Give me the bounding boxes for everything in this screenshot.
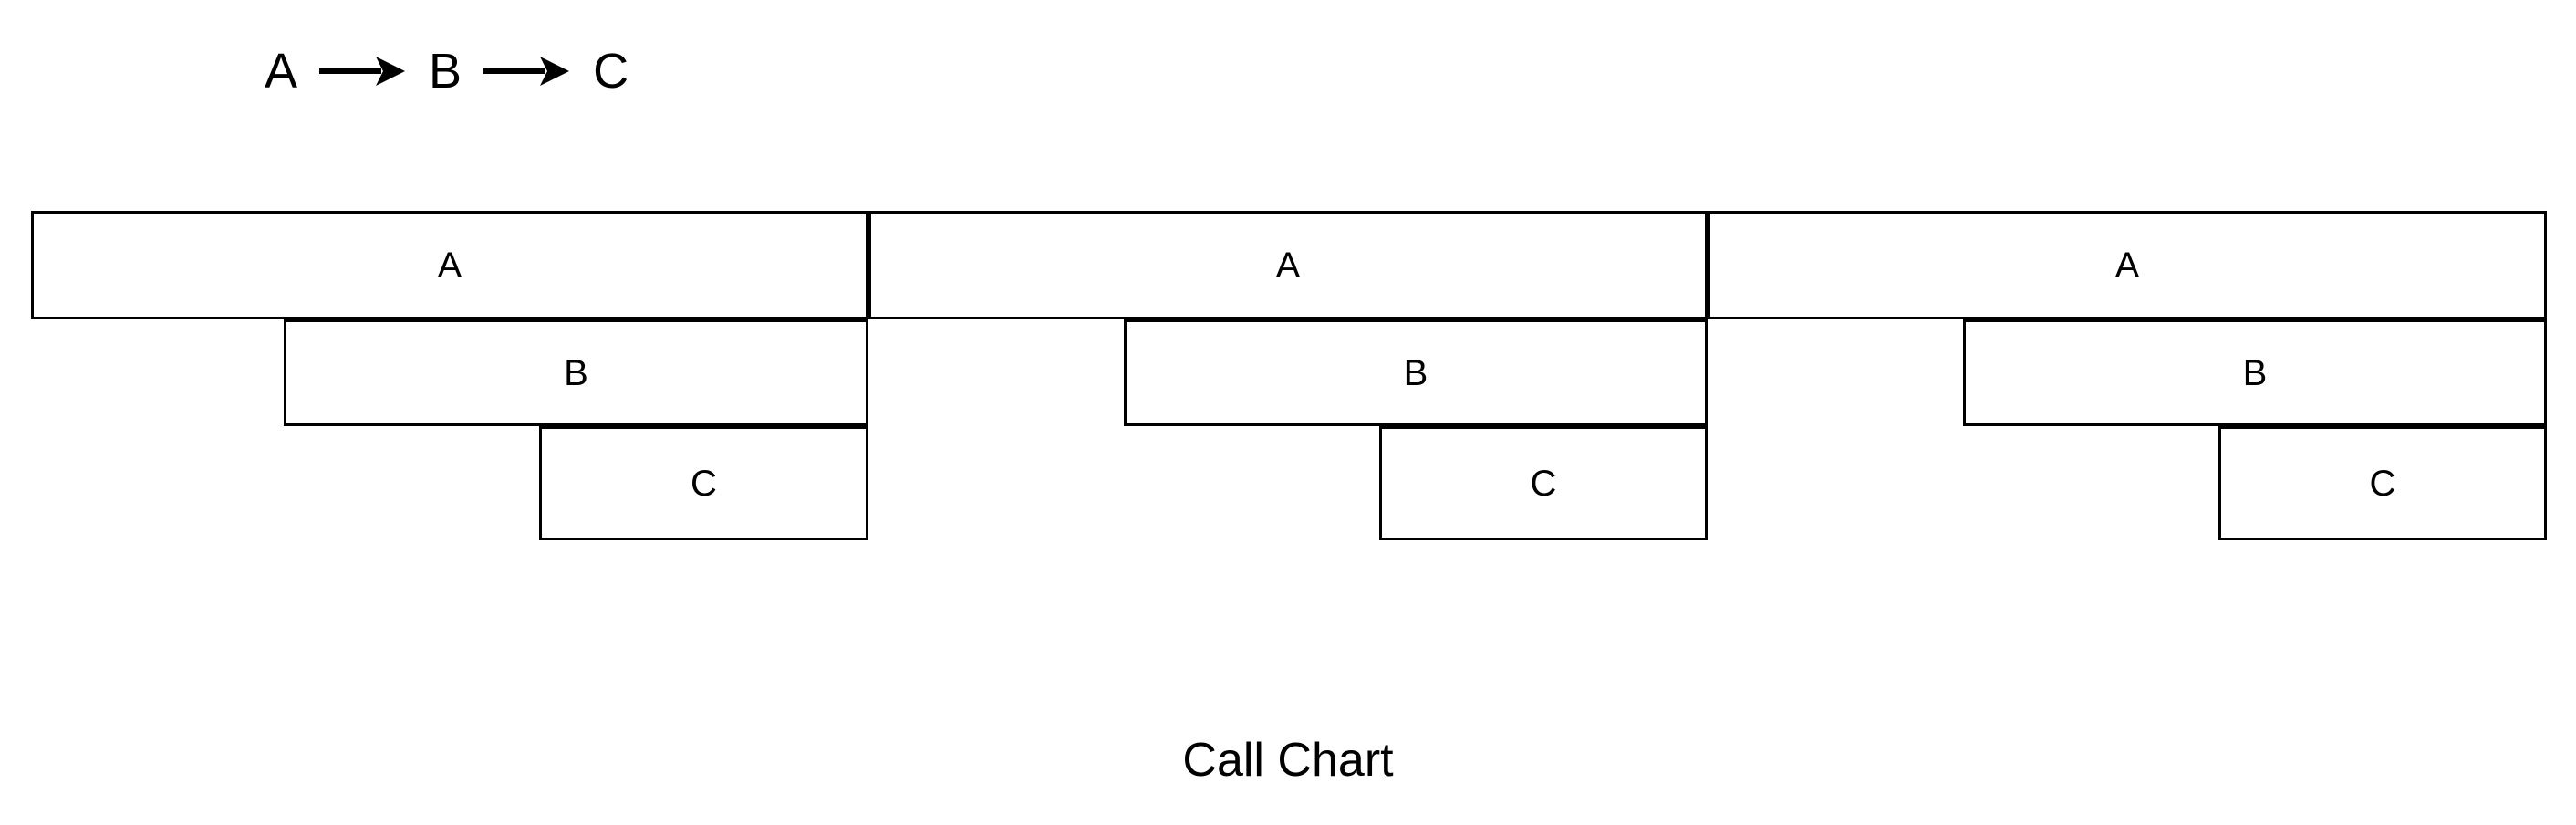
call-frame-label: C — [691, 463, 717, 504]
call-sequence-legend: A B C — [265, 38, 628, 104]
sequence-node-a: A — [265, 44, 298, 99]
call-frame-a[interactable]: A — [31, 211, 868, 319]
call-frame-b[interactable]: B — [1963, 319, 2547, 426]
call-frame-a[interactable]: A — [868, 211, 1708, 319]
sequence-node-b: B — [429, 44, 462, 99]
sequence-node-c: C — [593, 44, 629, 99]
call-frame-label: A — [2114, 245, 2140, 286]
arrow-right-icon — [317, 53, 409, 89]
call-frame-a[interactable]: A — [1708, 211, 2547, 319]
call-frame-label: B — [2242, 352, 2268, 393]
call-frame-label: B — [1403, 352, 1428, 393]
call-frame-label: A — [1275, 245, 1301, 286]
arrow-right-icon — [482, 53, 573, 89]
call-frame-c[interactable]: C — [539, 426, 868, 540]
call-frame-c[interactable]: C — [2218, 426, 2547, 540]
call-frame-b[interactable]: B — [1124, 319, 1708, 426]
call-frame-c[interactable]: C — [1379, 426, 1708, 540]
call-frame-label: B — [564, 352, 588, 393]
call-frame-label: C — [2369, 463, 2396, 504]
call-frame-label: C — [1530, 463, 1557, 504]
call-frame-label: A — [437, 245, 462, 286]
call-frame-b[interactable]: B — [284, 319, 868, 426]
chart-title: Call Chart — [1182, 734, 1394, 787]
